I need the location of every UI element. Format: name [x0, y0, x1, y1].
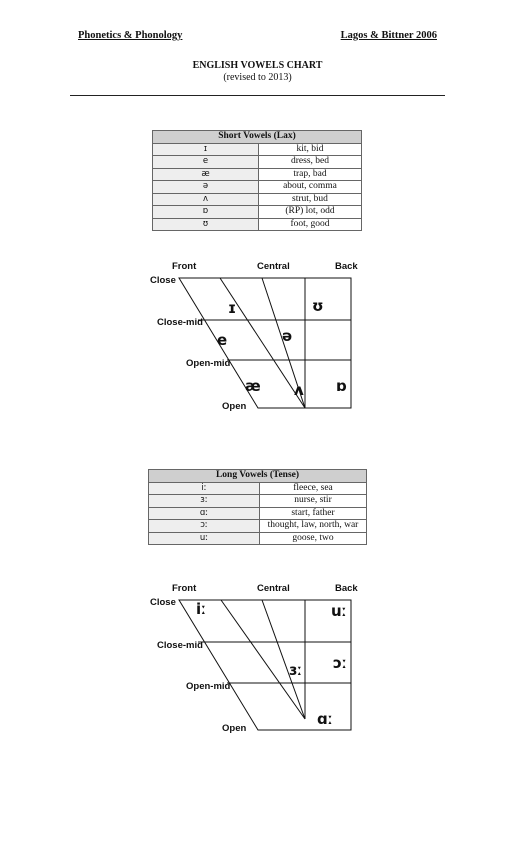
vowel-strut: ʌ: [294, 381, 304, 399]
close-label: Close: [150, 597, 176, 608]
vowel-start: ɑː: [317, 710, 333, 728]
table-row: ɒ(RP) lot, odd: [152, 205, 362, 219]
example-words: nurse, stir: [259, 494, 367, 508]
front-central-line: [219, 277, 306, 409]
open-label: Open: [222, 723, 246, 734]
central-label: Central: [257, 583, 290, 594]
back-label: Back: [335, 261, 358, 272]
vowel-nurse: ɜː: [289, 661, 302, 679]
vowel-symbol: æ: [152, 167, 259, 181]
vowel-symbol: ɔː: [148, 519, 260, 533]
vowel-symbol: ʊ: [152, 217, 259, 231]
header-course-title: Phonetics & Phonology: [78, 30, 183, 41]
vowel-trap: æ: [245, 377, 261, 395]
example-words: dress, bed: [258, 155, 362, 169]
example-words: foot, good: [258, 217, 362, 231]
close-mid-label: Close-mid: [157, 317, 203, 328]
back-label: Back: [335, 583, 358, 594]
vowel-schwa: ə: [282, 327, 292, 345]
example-words: kit, bid: [258, 142, 362, 156]
open-label: Open: [222, 401, 246, 412]
document-subtitle: (revised to 2013): [223, 72, 292, 83]
short-vowel-quadrilateral: Front Central Back Close Close-mid Open-…: [150, 261, 358, 412]
vowel-symbol: ɪ: [152, 142, 259, 156]
example-words: strut, bud: [258, 192, 362, 206]
open-mid-label: Open-mid: [186, 681, 231, 692]
vowel-symbol: iː: [148, 481, 260, 495]
vowel-fleece: iː: [196, 600, 206, 618]
table-heading: Short Vowels (Lax): [152, 130, 362, 144]
vowel-symbol: ɜː: [148, 494, 260, 508]
front-label: Front: [172, 261, 197, 272]
example-words: goose, two: [259, 531, 367, 545]
vowel-thought: ɔː: [333, 654, 347, 672]
vowel-goose: uː: [331, 602, 347, 620]
document-title: ENGLISH VOWELS CHART: [192, 60, 323, 71]
vowel-foot: ʊ: [312, 297, 324, 315]
front-label: Front: [172, 583, 197, 594]
header-authors: Lagos & Bittner 2006: [340, 30, 437, 41]
central-line: [261, 277, 306, 409]
example-words: start, father: [259, 506, 367, 520]
central-line: [261, 599, 306, 720]
central-label: Central: [257, 261, 290, 272]
vowel-dress: e: [217, 331, 227, 349]
close-label: Close: [150, 275, 176, 286]
quadrilateral-outline: [178, 277, 352, 409]
example-words: (RP) lot, odd: [258, 205, 362, 219]
close-mid-label: Close-mid: [157, 640, 203, 651]
title-divider: [70, 95, 445, 96]
vowel-kit: ɪ: [228, 299, 236, 317]
front-central-line: [220, 599, 306, 720]
example-words: about, comma: [258, 180, 362, 194]
vowel-symbol: ɑː: [148, 506, 260, 520]
example-words: trap, bad: [258, 167, 362, 181]
vowel-symbol: e: [152, 155, 259, 169]
example-words: thought, law, north, war: [259, 519, 367, 533]
vowel-lot: ɒ: [336, 377, 347, 395]
long-vowel-quadrilateral: Front Central Back Close Close-mid Open-…: [150, 583, 358, 734]
vowel-symbol: uː: [148, 531, 260, 545]
quadrilateral-outline: [178, 599, 352, 731]
open-mid-label: Open-mid: [186, 358, 231, 369]
vowel-symbol: ɒ: [152, 205, 259, 219]
example-words: fleece, sea: [259, 481, 367, 495]
vowel-symbol: ʌ: [152, 192, 259, 206]
table-heading: Long Vowels (Tense): [148, 469, 367, 483]
vowel-symbol: ə: [152, 180, 259, 194]
